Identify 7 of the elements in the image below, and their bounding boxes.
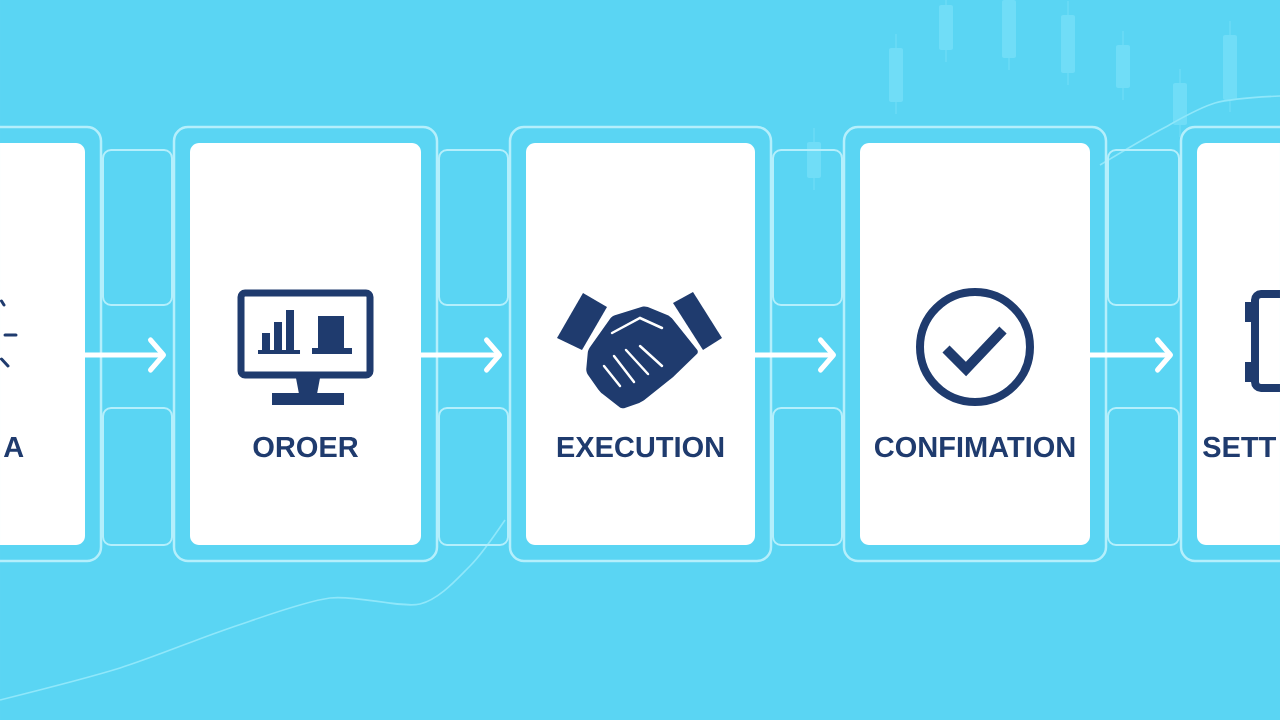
step-label: OROER (253, 436, 359, 458)
arrow (418, 337, 502, 373)
arrow (1087, 337, 1173, 373)
step-label: CONFIMATION (875, 436, 1075, 458)
arrow (752, 337, 836, 373)
step-label: EXECUTION (557, 436, 724, 458)
arrow (82, 337, 166, 373)
